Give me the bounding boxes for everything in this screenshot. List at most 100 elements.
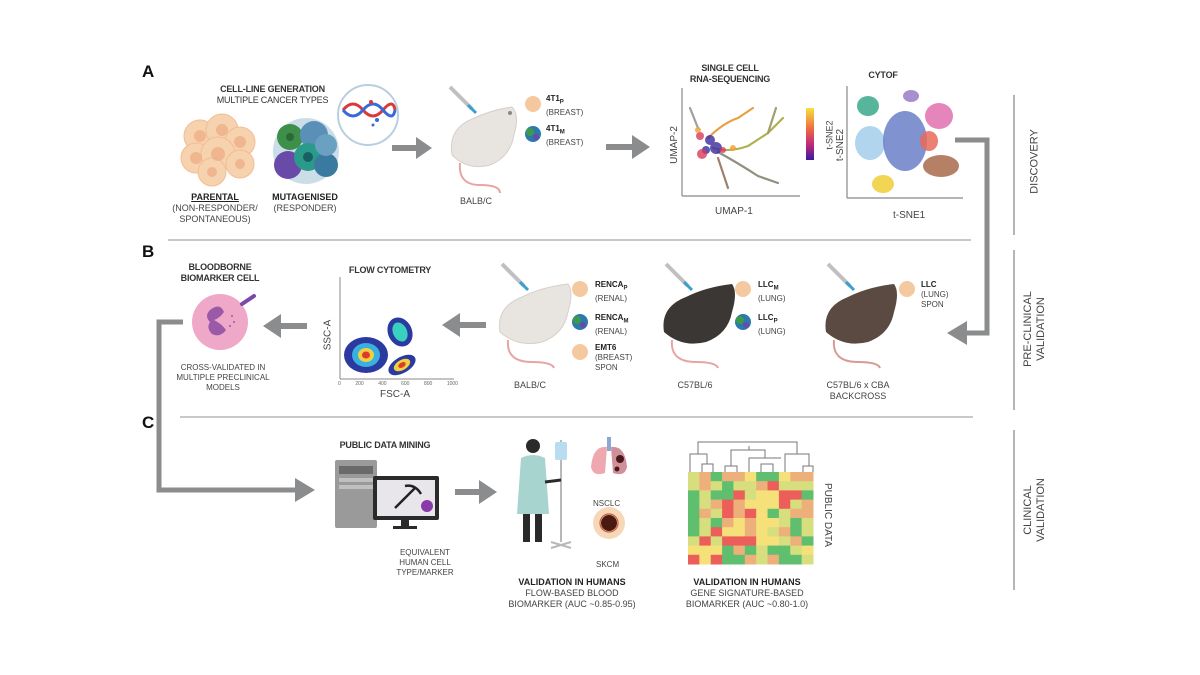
heatmap-cell — [733, 508, 746, 519]
heatmap-cell — [801, 545, 814, 556]
heatmap-cell — [688, 472, 700, 482]
heatmap-cell — [790, 554, 803, 565]
heatmap-cell — [744, 554, 757, 565]
heatmap-cell — [778, 545, 791, 556]
preclinical-label: PRE-CLINICAL VALIDATION — [1022, 291, 1047, 367]
heatmap-cell — [790, 545, 803, 556]
heatmap-cell — [710, 472, 723, 482]
heatmap-cell — [756, 508, 769, 519]
heatmap-cell — [699, 536, 712, 547]
heatmap-cell — [744, 545, 757, 556]
parental-tumor-icon — [525, 96, 541, 112]
heatmap-cell — [710, 527, 723, 537]
heatmap-cell — [699, 472, 712, 482]
tumor-llcm-label: LLCM (LUNG) — [758, 280, 786, 303]
heatmap-cell — [756, 472, 769, 482]
heatmap-cell — [767, 490, 780, 501]
heatmap-cell — [688, 527, 700, 537]
heatmap-cell — [801, 518, 814, 528]
heatmap-cell — [733, 490, 746, 501]
heatmap-cell — [744, 508, 757, 519]
heatmap — [688, 472, 814, 565]
heatmap-cell — [710, 545, 723, 556]
heatmap-cell — [733, 472, 746, 482]
heatmap-cell — [744, 536, 757, 547]
heatmap-cell — [688, 481, 700, 491]
heatmap-cell — [801, 536, 814, 547]
heatmap-cell — [722, 481, 734, 491]
heatmap-cell — [801, 481, 814, 491]
backcross-strain-label: C57BL/6 x CBA BACKCROSS — [826, 380, 890, 401]
heatmap-cell — [767, 527, 780, 537]
heatmap-cell — [733, 545, 746, 556]
c57bl6-strain-label: C57BL/6 — [677, 380, 713, 390]
heatmap-side-label: PUBLIC DATA — [822, 482, 834, 548]
nsclc-label: NSCLC — [593, 499, 621, 508]
heatmap-cell — [733, 481, 746, 491]
heatmap-cell — [778, 490, 791, 501]
heatmap-cell — [778, 554, 791, 565]
flow-cytometry-title: FLOW CYTOMETRY — [348, 265, 432, 275]
separator-b-c — [180, 416, 973, 418]
lungs-icon — [591, 437, 627, 475]
mutagenised-tumor-icon — [735, 314, 751, 330]
heatmap-cell — [756, 554, 769, 565]
patient-iv-icon — [517, 439, 572, 549]
heatmap-cell — [767, 554, 780, 565]
heatmap-cell — [688, 554, 700, 565]
mutagenised-cell-cluster — [273, 118, 339, 184]
parental-label: PARENTAL (NON-RESPONDER/ SPONTANEOUS) — [172, 192, 258, 224]
heatmap-cell — [722, 518, 734, 528]
flow-x-label: FSC-A — [380, 389, 410, 400]
heatmap-cell — [801, 472, 814, 482]
heatmap-cell — [688, 518, 700, 528]
heatmap-cell — [733, 554, 746, 565]
balbc-strain-label-b: BALB/C — [513, 380, 546, 390]
heatmap-cell — [733, 527, 746, 537]
heatmap-cell — [790, 536, 803, 547]
panel-a-letter: A — [142, 62, 155, 81]
parental-tumor-icon — [572, 281, 588, 297]
tumor-4t1m-label: 4T1M (BREAST) — [546, 124, 584, 147]
separator-a-b — [168, 239, 971, 241]
heatmap-cell — [790, 527, 803, 537]
tumor-llc-label: LLC (LUNG) SPON — [921, 280, 949, 309]
colorbar-label: t-SNE2 — [824, 120, 835, 150]
heatmap-cell — [710, 499, 723, 510]
heatmap-cell — [756, 481, 769, 491]
heatmap-cell — [744, 472, 757, 482]
heatmap-cell — [688, 508, 700, 519]
heatmap-cell — [722, 527, 734, 537]
balbc-mouse-icon — [498, 262, 572, 369]
heatmap-cell — [756, 490, 769, 501]
heatmap-cell — [699, 499, 712, 510]
flow-cytometry-plot — [339, 277, 454, 380]
cytof-title: CYTOF — [868, 70, 898, 80]
heatmap-cell — [722, 536, 734, 547]
heatmap-cell — [778, 527, 791, 537]
umap-colorbar — [806, 108, 814, 160]
skin-lesion-icon — [593, 507, 625, 539]
heatmap-cell — [778, 481, 791, 491]
umap-plot — [681, 88, 800, 197]
flow-arrow — [263, 314, 307, 338]
preclinical-divider — [1013, 250, 1015, 410]
heatmap-cell — [767, 481, 780, 491]
heatmap-cell — [710, 490, 723, 501]
heatmap-cell — [688, 545, 700, 556]
heatmap-cell — [778, 518, 791, 528]
heatmap-cell — [688, 490, 700, 501]
heatmap-cell — [744, 518, 757, 528]
biomarker-cell-icon — [192, 294, 256, 350]
mutagenised-label: MUTAGENISED (RESPONDER) — [272, 192, 338, 213]
heatmap-cell — [756, 545, 769, 556]
flow-arrow — [606, 135, 650, 159]
skcm-label: SKCM — [596, 560, 620, 569]
heatmap-cell — [790, 472, 803, 482]
heatmap-cell — [744, 499, 757, 510]
panel-b-letter: B — [142, 242, 155, 261]
computer-mining-icon — [335, 460, 439, 529]
cellline-title: CELL-LINE GENERATION MULTIPLE CANCER TYP… — [216, 84, 329, 105]
connector-arrow-b-to-c — [156, 319, 315, 502]
